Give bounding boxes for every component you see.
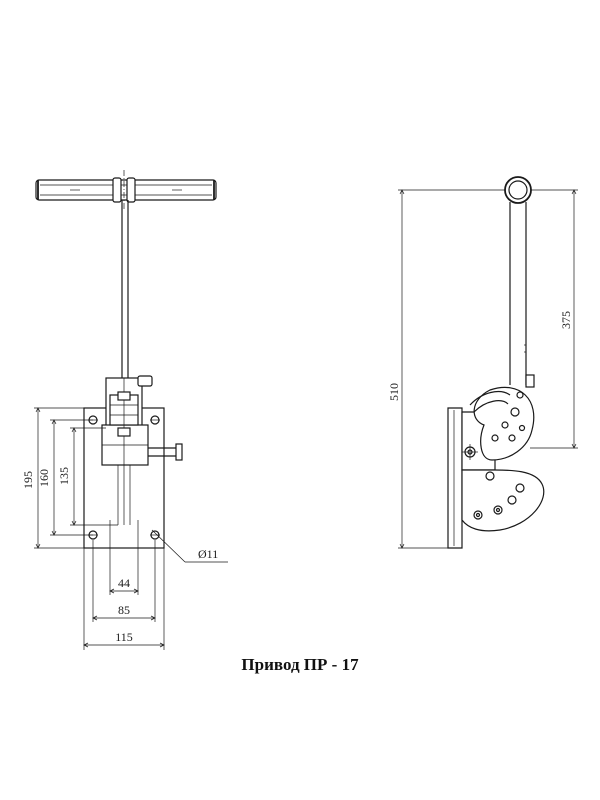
dimension-510 [398,189,505,549]
mechanism-body [101,375,183,525]
dim-115-label: 115 [115,630,133,644]
handle-bar [35,177,217,203]
lever-tube [509,202,535,388]
dim-195-label: 195 [21,471,35,489]
handle-end [504,176,532,204]
side-view: 510 375 [387,176,578,549]
dimension-widths [83,520,228,650]
front-view: 195 160 135 44 85 115 Ø11 [21,170,228,650]
ratchet-mechanism [469,386,535,461]
dim-160-label: 160 [37,469,51,487]
drawing-title: Привод ПР - 17 [241,655,359,674]
dim-135-label: 135 [57,467,71,485]
dim-510-label: 510 [387,383,401,401]
dim-44-label: 44 [118,576,130,590]
sector-plate [461,469,545,532]
dim-hole-diameter-label: Ø11 [198,547,218,561]
dim-375-label: 375 [559,311,573,329]
dim-85-label: 85 [118,603,130,617]
dimension-375 [530,189,578,449]
lever-shaft [121,200,129,380]
dimension-heights [34,407,118,549]
